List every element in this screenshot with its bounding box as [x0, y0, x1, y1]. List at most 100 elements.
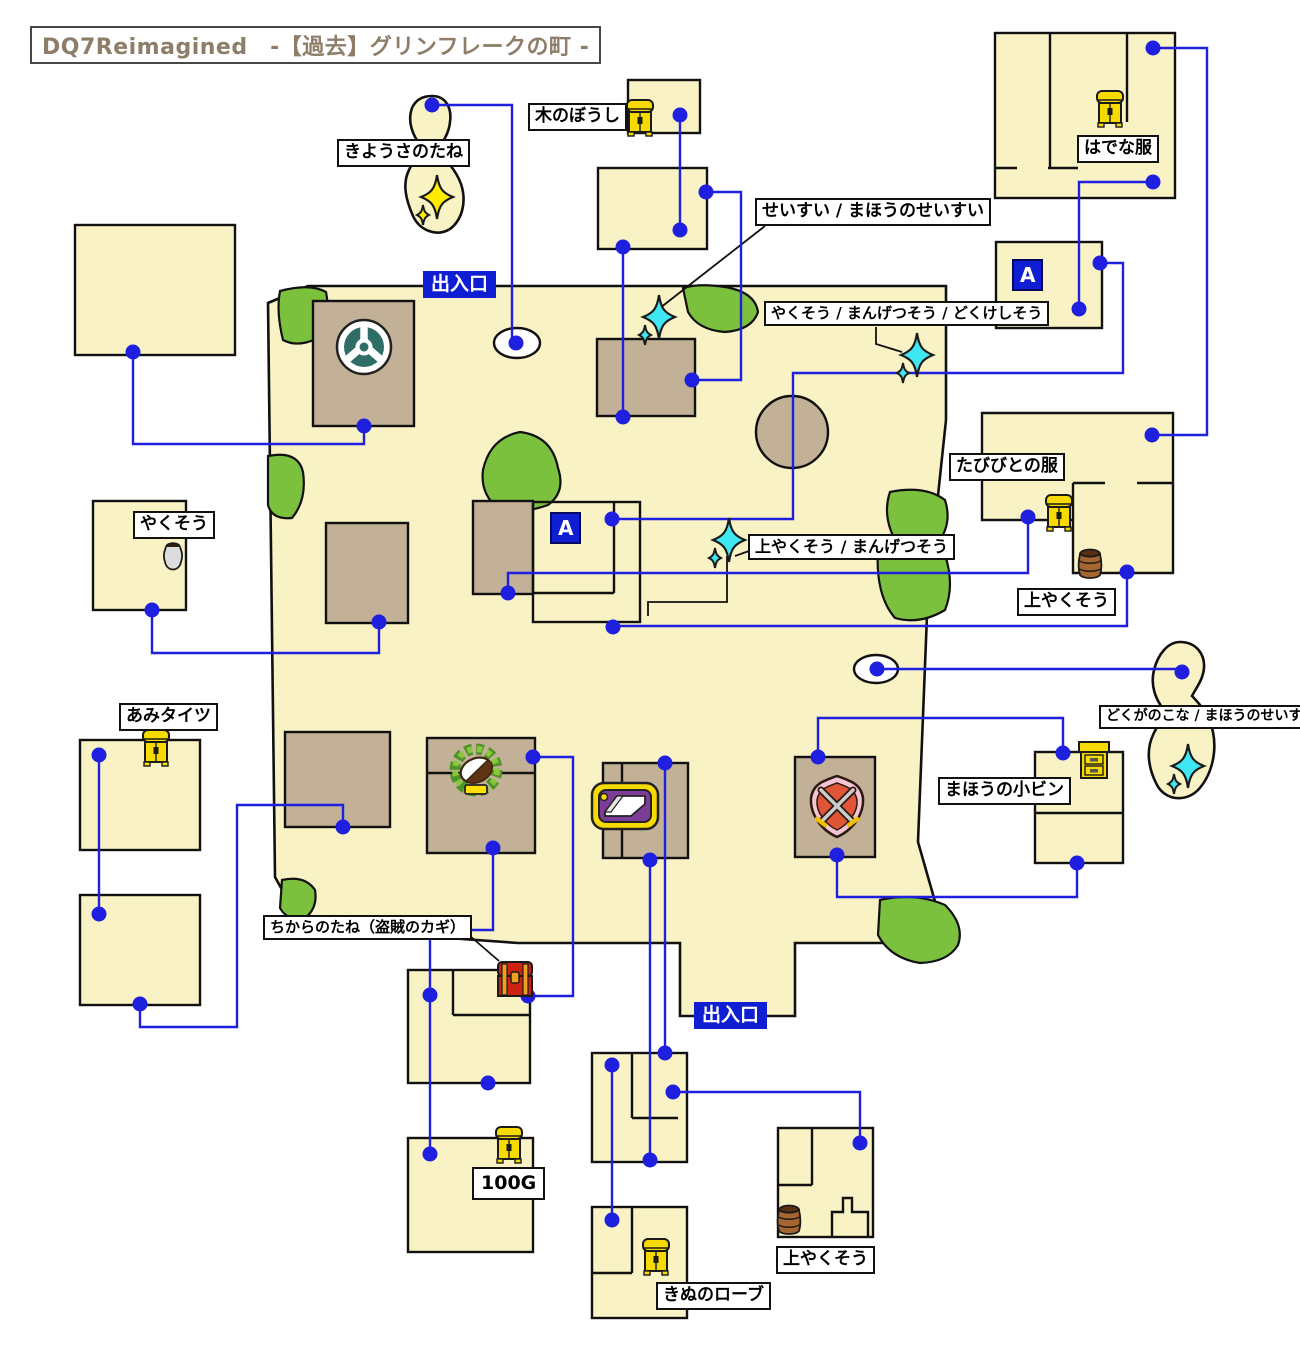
- stairs-a-annex-roof: [471, 499, 535, 596]
- connector-line: [138, 803, 345, 1029]
- location-dot: [144, 602, 160, 618]
- location-dot: [615, 409, 631, 425]
- connector-line: [612, 261, 1125, 521]
- location-dot: [1055, 745, 1071, 761]
- church-crest-icon: [337, 320, 391, 374]
- bush-icon: [278, 877, 317, 920]
- location-dot: [642, 852, 658, 868]
- location-dot: [672, 222, 688, 238]
- item-label-chikaranotane: ちからのたね（盗賊のカギ）: [263, 915, 473, 940]
- location-dots: [91, 40, 1190, 1228]
- location-dot: [508, 335, 524, 351]
- house-interior-tabibito: [980, 411, 1175, 575]
- location-dot: [869, 661, 885, 677]
- item-label-amitaitsu: あみタイツ: [119, 703, 218, 731]
- item-label-kamiyakusou-mangetsusou: 上やくそう / まんげつそう: [748, 534, 955, 561]
- dresser-icon: [1078, 741, 1110, 779]
- connector-line: [506, 517, 1030, 593]
- location-dot: [422, 1146, 438, 1162]
- item-label-tabibitonofuku: たびびとの服: [949, 453, 1065, 481]
- connector-line: [528, 755, 575, 998]
- location-dot: [132, 996, 148, 1012]
- connector-line: [1077, 180, 1153, 309]
- bush-icon: [266, 453, 305, 520]
- connector-line: [432, 103, 514, 343]
- location-dot: [525, 749, 541, 765]
- treasure-chest-icon: [626, 99, 654, 137]
- house-interior-top-left: [73, 223, 237, 357]
- pointer-line: [875, 327, 903, 353]
- house-roof-west: [324, 521, 410, 625]
- location-dot: [852, 1135, 868, 1151]
- location-dot: [1174, 664, 1190, 680]
- connector-lines: [97, 46, 1209, 1220]
- location-dot: [684, 372, 700, 388]
- location-dot: [810, 749, 826, 765]
- interior-buildings: [73, 31, 1177, 1320]
- location-dot: [91, 747, 107, 763]
- pot-icon: [163, 542, 183, 571]
- connector-line: [613, 572, 1129, 628]
- house-roof-north: [595, 337, 697, 418]
- entrance-badge-bottom: 出入口: [694, 1002, 768, 1029]
- location-dot: [480, 1075, 496, 1091]
- location-dot: [125, 344, 141, 360]
- map-title: DQ7Reimagined -【過去】グリンフレークの町 -: [30, 26, 602, 64]
- location-dot: [335, 819, 351, 835]
- location-dot: [642, 1152, 658, 1168]
- label-pointer-lines: [469, 225, 903, 962]
- location-dot: [829, 847, 845, 863]
- location-dot: [424, 97, 440, 113]
- connector-line: [131, 352, 366, 446]
- location-dot: [500, 585, 516, 601]
- connector-line: [150, 610, 381, 655]
- location-dot: [615, 239, 631, 255]
- item-label-dokuganokona: どくがのこな / まほうのせいすい: [1099, 705, 1300, 729]
- location-dot: [356, 418, 372, 434]
- bush-icon: [681, 284, 760, 334]
- location-dot: [1020, 509, 1036, 525]
- location-dot: [605, 619, 621, 635]
- location-dot: [657, 755, 673, 771]
- stairs-marker-a-house: A: [1012, 259, 1044, 291]
- pointer-line: [659, 225, 766, 309]
- stairs-marker-a-town: A: [550, 512, 582, 544]
- location-dot: [371, 614, 387, 630]
- connector-line: [816, 716, 1065, 757]
- red-treasure-chest-icon: [497, 961, 533, 997]
- location-dot: [1092, 255, 1108, 271]
- location-dot: [672, 107, 688, 123]
- item-label-kiyousanotane: きようさのたね: [337, 139, 470, 167]
- location-dot: [1071, 301, 1087, 317]
- item-label-hadenafuku: はでな服: [1077, 135, 1159, 163]
- entrance-badge-top: 出入口: [423, 271, 497, 298]
- location-dot: [1119, 564, 1135, 580]
- location-dot: [1069, 855, 1085, 871]
- location-dot: [657, 1045, 673, 1061]
- barrel-icon: [1077, 548, 1103, 579]
- bush-icon: [876, 895, 961, 965]
- item-label-kinunorobe: きぬのローブ: [656, 1282, 771, 1310]
- connector-line: [1152, 46, 1209, 437]
- pointer-line: [734, 550, 750, 557]
- location-dot: [91, 906, 107, 922]
- item-label-yakusou-left: やくそう: [133, 511, 215, 539]
- location-dot: [604, 1057, 620, 1073]
- treasure-chest-icon: [495, 1126, 523, 1164]
- house-roof-southwest: [283, 730, 392, 829]
- connector-line: [673, 1090, 862, 1143]
- house-interior-kobin: [1033, 750, 1125, 865]
- treasure-chest-icon: [1096, 90, 1124, 128]
- location-dot: [698, 184, 714, 200]
- treasure-chest-icon: [1045, 494, 1073, 532]
- bushes: [266, 284, 961, 965]
- stairs-a-house-outline: [531, 500, 642, 624]
- item-label-yakusou-mangetsusou-dokukeshisou: やくそう / まんげつそう / どくけしそう: [764, 301, 1050, 326]
- house-interior-hat-lower: [596, 166, 709, 251]
- connector-line: [835, 855, 1079, 899]
- pointer-line: [647, 556, 728, 616]
- item-label-mahounokobin: まほうの小ビン: [938, 777, 1071, 805]
- inn-crest-icon: [590, 781, 660, 831]
- house-interior-hadena: [993, 31, 1177, 200]
